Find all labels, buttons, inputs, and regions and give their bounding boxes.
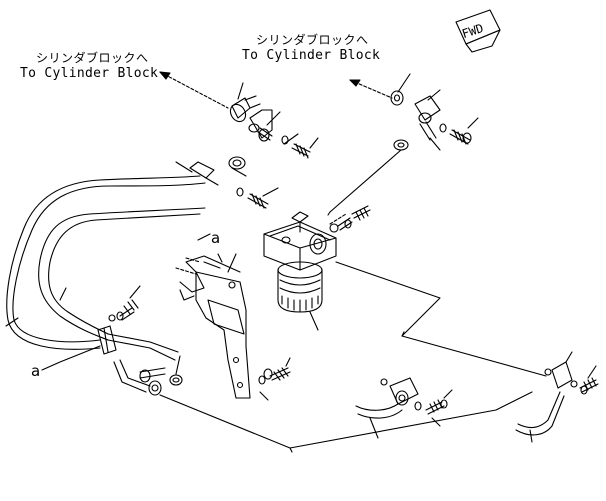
lower-right-hose	[515, 351, 599, 443]
filter-bowl	[277, 261, 323, 331]
hose-clamp-left	[97, 299, 166, 396]
right-destination-label-jp: シリンダブロックへ	[256, 33, 369, 47]
mounting-bracket	[175, 253, 251, 399]
left-banjo-fitting	[229, 95, 311, 159]
right-banjo-fitting	[390, 90, 472, 151]
return-line	[159, 261, 547, 453]
right-direction-arrow	[349, 79, 393, 99]
fwd-arrow-icon: FWD	[455, 9, 501, 53]
bracket-bolts	[169, 355, 291, 401]
fwd-label: FWD	[460, 21, 485, 41]
right-destination-label-en: To Cylinder Block	[242, 48, 381, 63]
left-direction-arrow	[159, 71, 229, 109]
left-destination-label-jp: シリンダブロックへ	[36, 51, 149, 65]
filter-head	[263, 205, 371, 271]
callout-leaders-misc	[5, 253, 237, 327]
left-destination-label-en: To Cylinder Block	[20, 66, 159, 81]
reference-a-leaders	[41, 233, 211, 371]
reference-a-lower: a	[31, 362, 41, 380]
reference-a-upper: a	[211, 229, 221, 247]
fuel-hoses	[6, 175, 206, 393]
upper-clamp	[175, 156, 279, 209]
callout-leaders-top	[237, 73, 479, 151]
lower-middle-hose	[355, 377, 453, 439]
line-to-filter-head	[327, 149, 402, 216]
